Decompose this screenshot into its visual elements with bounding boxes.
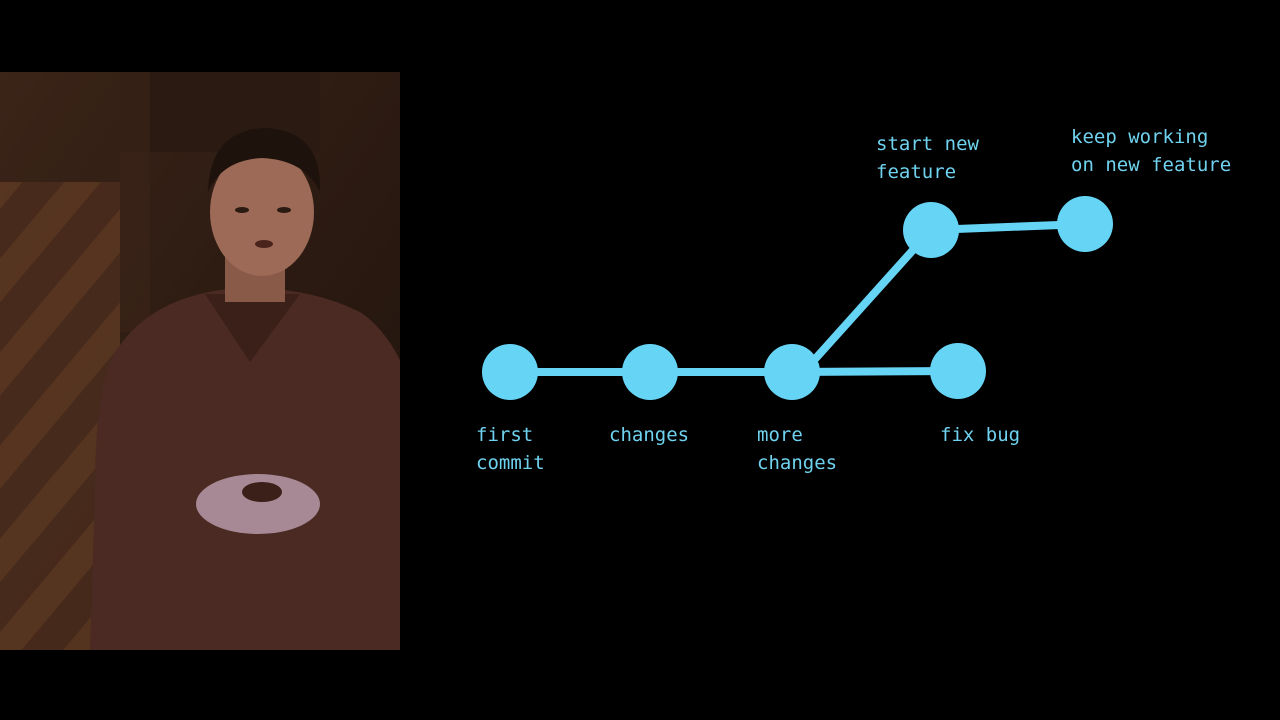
label-keep-working: keep working on new feature — [1071, 126, 1231, 176]
label-first-commit-line-2: commit — [476, 452, 545, 474]
label-fix-bug-line-1: fix bug — [940, 424, 1020, 446]
commit-node-keep-working — [1057, 196, 1113, 252]
presenter-illustration — [0, 72, 400, 650]
label-more-changes-line-2: changes — [757, 452, 837, 474]
presenter-video — [0, 72, 400, 650]
label-more-changes: more changes — [757, 424, 837, 474]
label-keep-working-line-1: keep working — [1071, 126, 1208, 148]
label-fix-bug: fix bug — [940, 424, 1020, 446]
label-start-new-feature: start new feature — [876, 133, 990, 183]
commit-node-changes — [622, 344, 678, 400]
label-start-new-feature-line-2: feature — [876, 161, 956, 183]
label-keep-working-line-2: on new feature — [1071, 154, 1231, 176]
label-more-changes-line-1: more — [757, 424, 803, 446]
commit-node-fix-bug — [930, 343, 986, 399]
label-start-new-feature-line-1: start new — [876, 133, 980, 155]
presenter-hands — [196, 474, 320, 534]
label-changes-line-1: changes — [609, 424, 689, 446]
commit-node-more-changes — [764, 344, 820, 400]
labels: first commit changes more changes fix bu… — [476, 126, 1231, 474]
presenter-head — [210, 148, 314, 276]
commit-node-first-commit — [482, 344, 538, 400]
label-first-commit-line-1: first — [476, 424, 533, 446]
edge-more-changes-to-start-new-feature — [812, 226, 935, 362]
label-changes: changes — [609, 424, 689, 446]
commit-node-start-new-feature — [903, 202, 959, 258]
presenter-body — [90, 288, 400, 650]
label-first-commit: first commit — [476, 424, 545, 474]
nodes — [482, 196, 1113, 400]
